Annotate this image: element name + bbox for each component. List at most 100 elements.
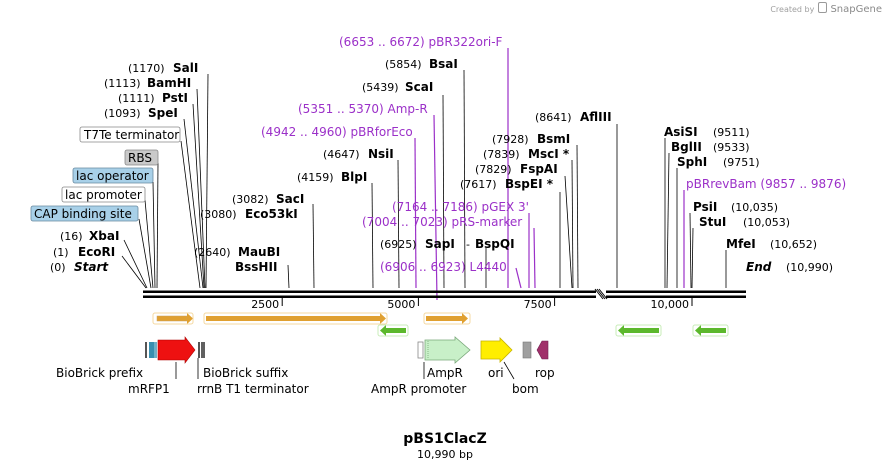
site-bsshii-name[interactable]: BssHII <box>235 260 277 274</box>
site-end-name[interactable]: End <box>746 260 772 274</box>
connector-psii <box>689 212 692 289</box>
site-psii-name[interactable]: PsiI <box>693 200 717 214</box>
connector-cap <box>138 218 152 289</box>
connector-rbs <box>156 162 159 289</box>
connector-psti <box>192 103 205 289</box>
backbone-break-icon <box>594 288 608 300</box>
site-psti-name[interactable]: PstI <box>162 91 188 105</box>
site-fspai-pos: (7829) <box>475 163 512 176</box>
map-title: pBS1ClacZ <box>403 431 487 447</box>
feature-lac-shape-2 <box>154 342 157 358</box>
orf-arrow-5 <box>615 324 662 337</box>
site-saci-name[interactable]: SacI <box>276 192 304 206</box>
connector-msci <box>571 159 574 289</box>
site-bamhi-name[interactable]: BamHI <box>147 76 191 90</box>
site-eco53ki-name[interactable]: Eco53kI <box>245 207 298 221</box>
connector-lacprom <box>144 199 154 289</box>
label-lac-promoter[interactable]: lac promoter <box>65 188 142 202</box>
backbone-bottom-strand <box>143 295 746 298</box>
site-bspei-name[interactable]: BspEI * <box>505 177 554 191</box>
site-sapi-pos: (6925) <box>380 238 417 251</box>
primer-pbr322ori-f[interactable]: (6653 .. 6672) pBR322ori-F <box>339 35 503 49</box>
primer-pbrforeco[interactable]: (4942 .. 4960) pBRforEco <box>261 125 413 139</box>
site-fspai-name[interactable]: FspAI <box>520 162 558 176</box>
primer-connectors <box>414 48 685 301</box>
site-spei-name[interactable]: SpeI <box>148 106 178 120</box>
connector-prsmarker <box>533 227 536 289</box>
site-ecori-pos: (1) <box>53 246 69 259</box>
site-connectors <box>121 69 727 289</box>
connector-ampr-primer <box>433 114 438 301</box>
site-nsii-pos: (4647) <box>323 148 360 161</box>
orf-arrow-6 <box>692 324 729 337</box>
feature-ori-shape <box>480 337 513 363</box>
primer-amp-r[interactable]: (5351 .. 5370) Amp-R <box>298 102 428 116</box>
feature-label-mrfp1[interactable]: mRFP1 <box>128 382 170 396</box>
site-blpi-pos: (4159) <box>297 171 334 184</box>
primer-pbrrevbam[interactable]: pBRrevBam (9857 .. 9876) <box>686 177 846 191</box>
site-bsmi-pos: (7928) <box>492 133 529 146</box>
site-msci-name[interactable]: MscI * <box>528 147 570 161</box>
site-mfei-name[interactable]: MfeI <box>726 237 756 251</box>
site-bsai-name[interactable]: BsaI <box>429 57 458 71</box>
site-bspqi-name[interactable]: BspQI <box>475 237 515 251</box>
feature-label-bom[interactable]: bom <box>512 382 539 396</box>
site-maubi-name[interactable]: MauBI <box>238 245 280 259</box>
site-end-pos: (10,990) <box>786 261 833 274</box>
connector-spei <box>183 118 204 289</box>
site-asisi-pos: (9511) <box>713 126 750 139</box>
site-scai-name[interactable]: ScaI <box>405 80 433 94</box>
site-bsmi-name[interactable]: BsmI <box>537 132 570 146</box>
site-start-name[interactable]: Start <box>74 260 109 274</box>
site-stui-name[interactable]: StuI <box>699 215 726 229</box>
feature-label-biobrick-suffix[interactable]: BioBrick suffix <box>203 366 288 380</box>
site-afliii-name[interactable]: AflIII <box>580 110 612 124</box>
label-box-t7te <box>79 126 181 143</box>
orf-arrows <box>152 312 729 337</box>
feature-bom-shape <box>522 341 532 359</box>
site-ecori-name[interactable]: EcoRI <box>78 245 115 259</box>
site-asisi-name[interactable]: AsiSI <box>664 125 698 139</box>
feature-label-biobrick-prefix[interactable]: BioBrick prefix <box>56 366 143 380</box>
orf-arrow-1 <box>152 312 194 325</box>
site-sphi-name[interactable]: SphI <box>677 155 707 169</box>
map-length: 10,990 bp <box>417 448 473 461</box>
connector-pbrforeco <box>414 137 417 289</box>
connector-nsii <box>397 159 400 289</box>
label-cap[interactable]: CAP binding site <box>34 207 132 221</box>
feature-rop-shape <box>536 340 549 360</box>
feature-label-rrnb-t1[interactable]: rrnB T1 terminator <box>197 382 309 396</box>
feature-label-ampr[interactable]: AmpR <box>427 366 463 380</box>
primer-l4440[interactable]: (6906 .. 6923) L4440 <box>380 260 507 274</box>
feature-label-ampr-promoter[interactable]: AmpR promoter <box>371 382 466 396</box>
orf-arrow-3 <box>377 324 409 337</box>
label-box-rbs <box>124 149 159 166</box>
primer-prs-marker[interactable]: (7004 .. 7023) pRS-marker <box>362 215 522 229</box>
site-spei-pos: (1093) <box>104 107 141 120</box>
feature-label-ori[interactable]: ori <box>488 366 504 380</box>
brand-name: SnapGene <box>830 4 882 15</box>
connector-maubi <box>287 264 290 289</box>
site-sali-name[interactable]: SalI <box>173 61 198 75</box>
site-bglii-name[interactable]: BglII <box>671 140 702 154</box>
site-eco53ki-pos: (3080) <box>200 208 237 221</box>
label-rbs[interactable]: RBS <box>128 151 152 165</box>
site-sapi-name[interactable]: SapI <box>425 237 455 251</box>
feature-label-rop[interactable]: rop <box>535 366 555 380</box>
feature-biobrick-prefix-shape <box>145 342 147 358</box>
site-blpi-name[interactable]: BlpI <box>341 170 367 184</box>
site-start-pos: (0) <box>50 261 66 274</box>
site-xbai-name[interactable]: XbaI <box>89 229 119 243</box>
site-psti-pos: (1111) <box>118 92 155 105</box>
feature-labels: BioBrick prefix mRFP1 BioBrick suffix rr… <box>56 366 555 396</box>
site-xbai-pos: (16) <box>60 230 83 243</box>
site-labels: (1170) SalI (1113) BamHI (1111) PstI (10… <box>30 35 846 274</box>
site-nsii-name[interactable]: NsiI <box>368 147 394 161</box>
brand-watermark: Created by SnapGene <box>770 2 882 15</box>
primer-pgex3[interactable]: (7164 .. 7186) pGEX 3' <box>392 200 529 214</box>
ruler-tick-label: 7500 <box>524 298 552 311</box>
label-lac-operator[interactable]: lac operator <box>76 169 149 183</box>
label-t7te[interactable]: T7Te terminator <box>83 128 179 142</box>
